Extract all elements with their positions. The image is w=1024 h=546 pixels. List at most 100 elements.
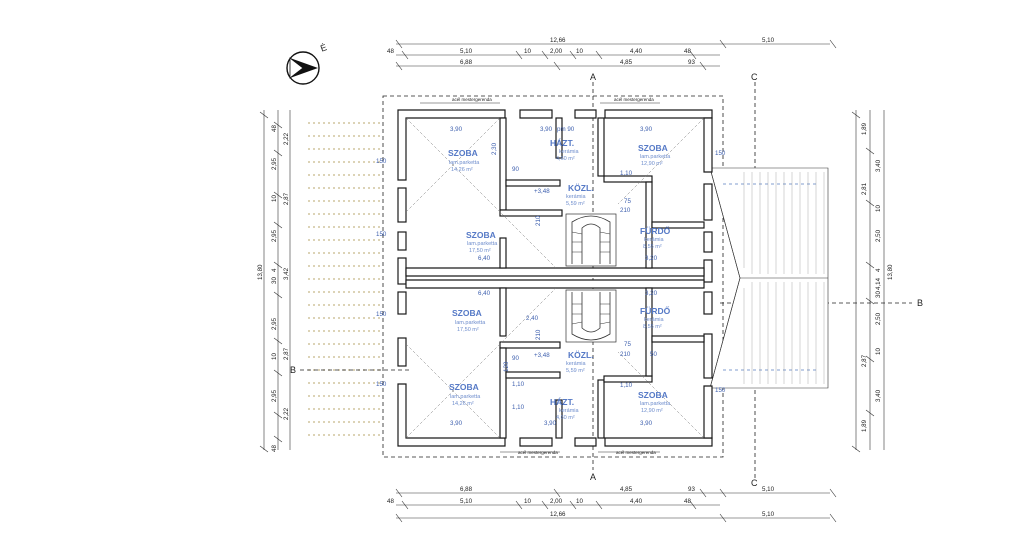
left-dim-m: 2,22 xyxy=(283,407,290,420)
svg-text:8,55 m²: 8,55 m² xyxy=(643,324,662,330)
svg-text:210: 210 xyxy=(620,351,631,358)
svg-text:3,20: 3,20 xyxy=(645,290,658,297)
roof-hip xyxy=(709,167,829,389)
left-outer-dim: 13,80 xyxy=(257,264,264,280)
svg-text:2,40: 2,40 xyxy=(526,315,539,322)
svg-text:SZOBA: SZOBA xyxy=(638,143,668,153)
top-dim-6: 4,40 xyxy=(630,48,643,55)
svg-text:lam.parketta: lam.parketta xyxy=(467,241,498,247)
svg-text:KÖZL.: KÖZL. xyxy=(568,350,594,360)
right-dim-c: 2,81 xyxy=(861,182,868,195)
svg-text:lam.parketta: lam.parketta xyxy=(640,154,671,160)
top-dimensions: 12,66 5,10 48 5,10 10 2,00 10 4,40 48 6,… xyxy=(387,37,837,71)
svg-text:1,10: 1,10 xyxy=(512,404,525,411)
interior-walls xyxy=(499,117,705,439)
svg-text:lam.parketta: lam.parketta xyxy=(450,394,481,400)
north-arrow-icon: É xyxy=(286,42,328,85)
right-inner-dim: 4,14 xyxy=(875,277,882,290)
left-dim-b: 2,22 xyxy=(283,132,290,145)
bottom-dim-7: 48 xyxy=(684,498,691,505)
bottom-dim-6: 4,40 xyxy=(630,498,643,505)
top-dim-3: 10 xyxy=(524,48,531,55)
svg-text:SZOBA: SZOBA xyxy=(449,382,479,392)
right-dim-i: 10 xyxy=(875,348,882,355)
lintel-notes: acél mestergerenda acél mestergerenda ac… xyxy=(420,97,660,455)
svg-text:pm 90: pm 90 xyxy=(557,126,575,133)
right-dimensions: 13,80 4,14 1,89 3,40 2,81 10 2,50 30 4 2… xyxy=(851,110,894,453)
room-szoba-top-right: SZOBA lam.parketta 12,90 m² xyxy=(638,143,671,167)
svg-text:+3,48: +3,48 xyxy=(534,188,550,195)
section-c-bottom: C xyxy=(751,478,758,488)
svg-text:FÜRDŐ: FÜRDŐ xyxy=(640,225,671,236)
bottom-right-dim-b: 5,10 xyxy=(762,511,775,518)
svg-text:kerámia: kerámia xyxy=(644,317,665,323)
top-dim-2: 5,10 xyxy=(460,48,473,55)
left-dim-d: 10 xyxy=(271,195,278,202)
left-dim-k: 2,87 xyxy=(283,347,290,360)
room-szoba-mid-lower: SZOBA lam.parketta 17,50 m² xyxy=(452,308,486,333)
svg-text:150: 150 xyxy=(376,311,387,318)
right-dim-g: 4 xyxy=(875,268,882,272)
top-dim-7: 48 xyxy=(684,48,691,55)
svg-text:+3,48: +3,48 xyxy=(534,352,550,359)
bottom-dim-10: 93 xyxy=(688,486,695,493)
top-dim-4: 2,00 xyxy=(550,48,563,55)
room-furdo-upper: FÜRDŐ kerámia 8,55 m² xyxy=(640,225,671,250)
right-dim-j: 2,87 xyxy=(861,354,868,367)
bottom-dim-4: 2,00 xyxy=(550,498,563,505)
svg-text:3,90: 3,90 xyxy=(450,420,463,427)
svg-text:3,90: 3,90 xyxy=(640,420,653,427)
top-dim-10: 93 xyxy=(688,59,695,66)
interior-dimensions: 3,90 3,90 pm 90 3,90 3,90 3,90 3,90 6,40… xyxy=(376,126,726,427)
svg-text:6,40: 6,40 xyxy=(478,290,491,297)
right-dim-l: 1,89 xyxy=(861,419,868,432)
room-szoba-bottom-right: SZOBA lam.parketta 12,90 m² xyxy=(638,390,671,414)
svg-text:150: 150 xyxy=(376,381,387,388)
svg-text:HÁZT.: HÁZT. xyxy=(550,138,574,148)
svg-text:120: 120 xyxy=(503,361,510,372)
left-dim-l: 2,95 xyxy=(271,389,278,402)
svg-text:KÖZL.: KÖZL. xyxy=(568,183,594,193)
svg-text:kerámia: kerámia xyxy=(566,194,587,200)
room-labels: SZOBA lam.parketta 14,26 m² HÁZT. kerámi… xyxy=(448,138,671,421)
svg-text:4,60 m²: 4,60 m² xyxy=(556,415,575,421)
top-dim-8: 6,88 xyxy=(460,59,473,66)
lintel-note-1: acél mestergerenda xyxy=(452,97,492,102)
svg-text:75: 75 xyxy=(624,341,631,348)
svg-text:14,26 m²: 14,26 m² xyxy=(452,401,474,407)
bottom-dim-2: 5,10 xyxy=(460,498,473,505)
svg-text:210: 210 xyxy=(535,329,542,340)
svg-text:17,50 m²: 17,50 m² xyxy=(457,327,479,333)
svg-text:kerámia: kerámia xyxy=(559,408,580,414)
svg-text:210: 210 xyxy=(535,215,542,226)
svg-text:4,60 m²: 4,60 m² xyxy=(556,156,575,162)
bottom-dim-3: 10 xyxy=(524,498,531,505)
bottom-total-dim: 12,66 xyxy=(550,511,566,518)
left-dim-f: 2,95 xyxy=(271,229,278,242)
right-dim-d: 10 xyxy=(875,205,882,212)
svg-text:lam.parketta: lam.parketta xyxy=(449,160,480,166)
room-furdo-lower: FÜRDŐ kerámia 8,55 m² xyxy=(640,305,671,330)
top-total-dim: 12,66 xyxy=(550,37,566,44)
section-c-top: C xyxy=(751,72,758,82)
svg-text:17,50 m²: 17,50 m² xyxy=(469,248,491,254)
svg-text:150: 150 xyxy=(376,158,387,165)
bottom-dim-9: 4,85 xyxy=(620,486,633,493)
svg-text:kerámia: kerámia xyxy=(566,361,587,367)
svg-text:kerámia: kerámia xyxy=(644,237,665,243)
left-dim-i: 2,95 xyxy=(271,317,278,330)
staircase-lower xyxy=(565,289,617,343)
room-hazt-bottom: HÁZT. kerámia 4,60 m² xyxy=(550,397,580,421)
svg-text:150: 150 xyxy=(376,231,387,238)
svg-text:8,55 m²: 8,55 m² xyxy=(643,244,662,250)
svg-text:50: 50 xyxy=(650,351,657,358)
svg-text:SZOBA: SZOBA xyxy=(452,308,482,318)
bottom-dim-8: 6,88 xyxy=(460,486,473,493)
right-dim-b: 3,40 xyxy=(875,159,882,172)
svg-text:75: 75 xyxy=(624,198,631,205)
svg-text:1,10: 1,10 xyxy=(512,381,525,388)
top-right-dim: 5,10 xyxy=(762,37,775,44)
left-dim-c: 2,95 xyxy=(271,157,278,170)
top-dim-5: 10 xyxy=(576,48,583,55)
